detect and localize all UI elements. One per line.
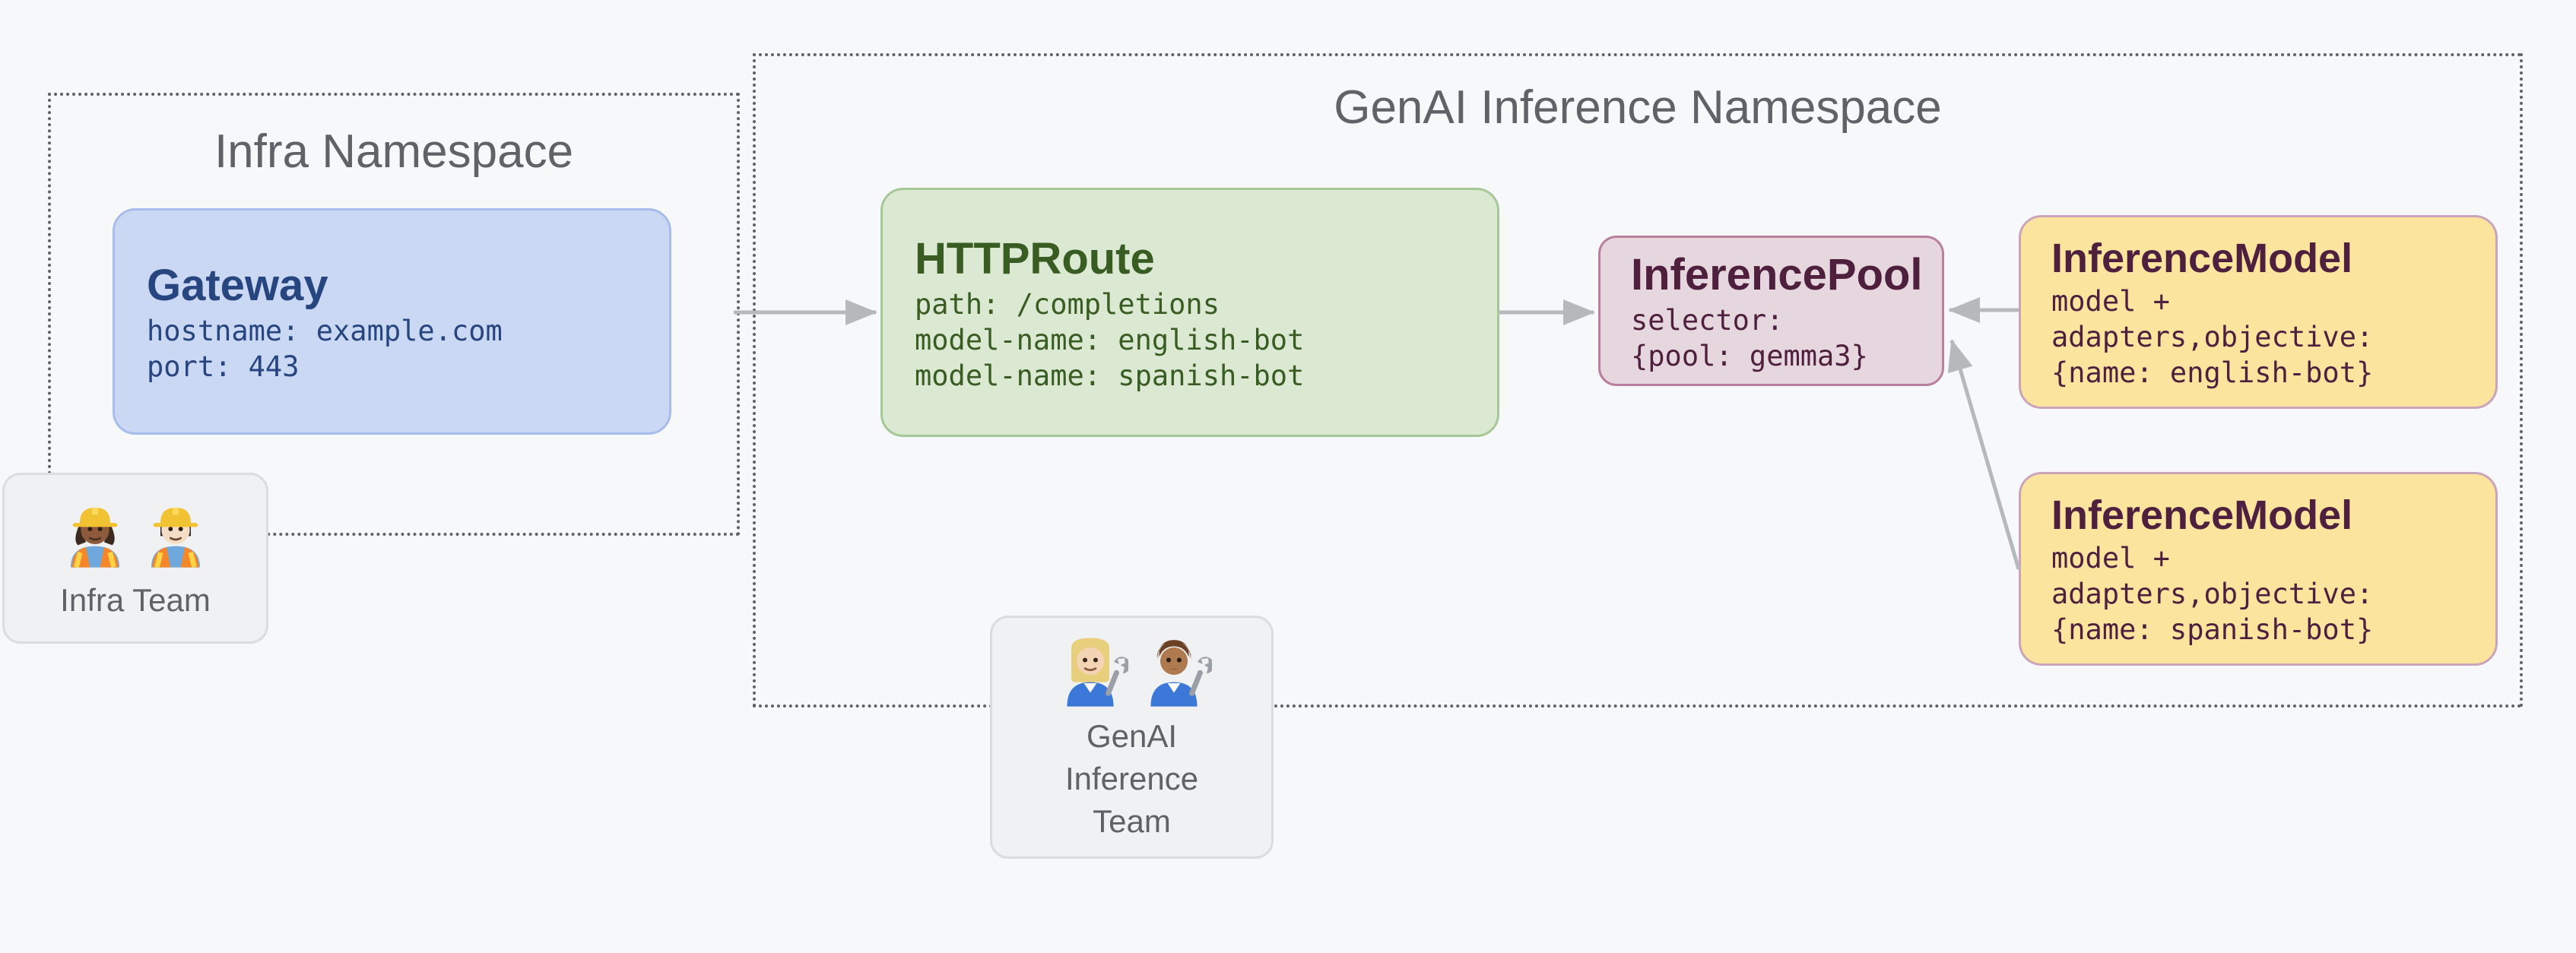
genai-namespace-title: GenAI Inference Namespace (1334, 81, 1942, 134)
inferencemodel-english-box: InferenceModel model + adapters,objectiv… (2019, 215, 2498, 409)
gateway-box: Gateway hostname: example.com port: 443 (113, 208, 671, 435)
genai-team-label-line2: Inference (1064, 761, 1199, 796)
genai-team-emoji-row (1052, 632, 1212, 708)
woman-mechanic-emoji (1066, 638, 1128, 707)
wrench-icon (1105, 657, 1128, 696)
httproute-box: HTTPRoute path: /completions model-name:… (880, 188, 1499, 437)
infra-team-emoji-row (59, 495, 212, 568)
inferencemodel-english-name-line: {name: english-bot} (2051, 356, 2374, 389)
inferencemodel-english-model-line: model + (2051, 285, 2170, 318)
wrench-icon (1188, 657, 1212, 696)
inferencemodel-english-title: InferenceModel (2051, 236, 2353, 281)
httproute-path-line: path: /completions (915, 287, 1220, 321)
infra-team-box: Infra Team (2, 473, 268, 644)
gateway-title: Gateway (147, 261, 328, 310)
genai-team-label-line1: GenAI (1086, 718, 1178, 754)
woman-construction-worker-emoji (71, 507, 119, 568)
inferencemodel-spanish-box: InferenceModel model + adapters,objectiv… (2019, 472, 2498, 666)
genai-namespace-box: GenAI Inference Namespace (753, 53, 2523, 708)
inferencemodel-spanish-name-line: {name: spanish-bot} (2051, 613, 2374, 646)
infra-namespace-box: Infra Namespace (48, 93, 740, 536)
gateway-port-line: port: 443 (147, 350, 300, 383)
genai-team-label: GenAI Inference Team (1065, 715, 1198, 843)
genai-team-box: GenAI Inference Team (990, 616, 1274, 859)
inferencemodel-english-adapters-line: adapters,objective: (2051, 321, 2374, 353)
httproute-model-english-line: model-name: english-bot (915, 323, 1305, 356)
inferencepool-pool-line: {pool: gemma3} (1631, 340, 1868, 372)
inferencepool-selector-line: selector: (1631, 304, 1784, 337)
inferencemodel-spanish-adapters-line: adapters,objective: (2051, 578, 2374, 610)
man-mechanic-emoji (1150, 640, 1212, 707)
httproute-model-spanish-line: model-name: spanish-bot (915, 359, 1305, 392)
infra-team-label: Infra Team (60, 581, 211, 618)
gateway-hostname-line: hostname: example.com (147, 315, 503, 347)
genai-team-label-line3: Team (1093, 803, 1171, 839)
man-construction-worker-emoji (151, 507, 200, 568)
infra-namespace-title: Infra Namespace (214, 125, 574, 178)
inferencemodel-spanish-title: InferenceModel (2051, 492, 2353, 538)
inferencepool-title: InferencePool (1631, 250, 1923, 299)
inferencepool-box: InferencePool selector: {pool: gemma3} (1598, 236, 1944, 386)
inferencemodel-spanish-model-line: model + (2051, 542, 2170, 575)
httproute-title: HTTPRoute (915, 233, 1155, 283)
